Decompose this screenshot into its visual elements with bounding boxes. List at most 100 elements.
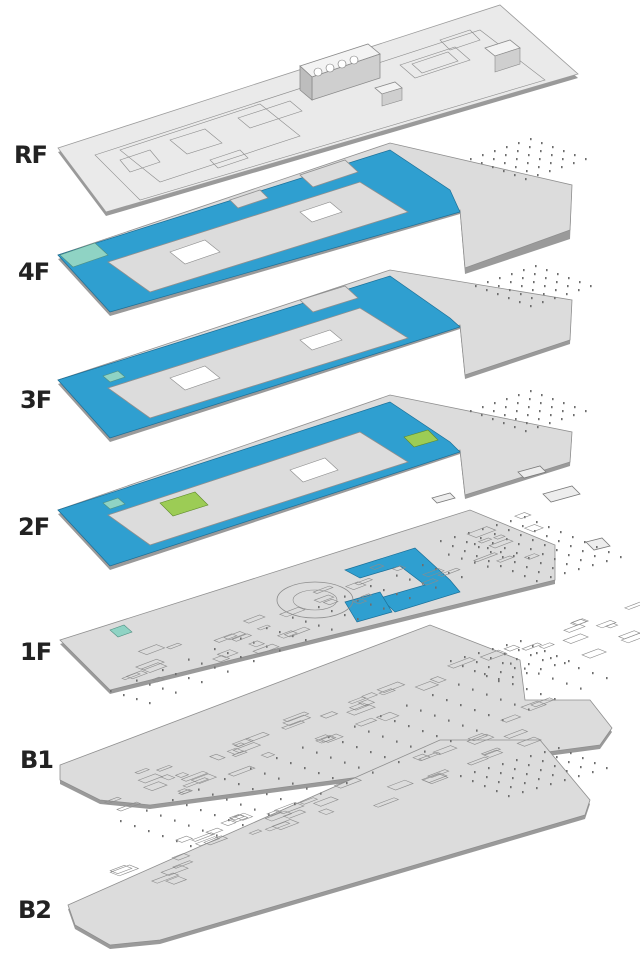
column [149, 683, 151, 686]
column [517, 150, 519, 153]
column [594, 762, 596, 765]
room-outline [315, 735, 337, 744]
room-outline [281, 720, 306, 730]
column [398, 761, 400, 764]
column [552, 398, 554, 401]
room-outline [437, 567, 461, 577]
column [488, 767, 490, 770]
column [582, 757, 584, 760]
column [254, 808, 256, 811]
column [294, 803, 296, 806]
floor-1f: 1F [20, 509, 556, 694]
room-outline [160, 774, 176, 781]
column [536, 521, 538, 524]
column [186, 804, 188, 807]
column [487, 547, 489, 550]
column [460, 775, 462, 778]
column [608, 551, 610, 554]
column [513, 555, 515, 558]
column [596, 546, 598, 549]
column [554, 765, 556, 768]
column [594, 555, 596, 558]
column [305, 620, 307, 623]
room-outline [121, 672, 141, 680]
column [266, 793, 268, 796]
column [190, 845, 192, 848]
column [420, 709, 422, 712]
room-outline [492, 534, 506, 540]
column [556, 756, 558, 759]
column [478, 546, 480, 549]
column [500, 551, 502, 554]
room-outline [213, 633, 238, 643]
column [486, 289, 488, 292]
column [482, 528, 484, 531]
column [527, 414, 529, 417]
room-outline [165, 642, 183, 650]
column [503, 422, 505, 425]
column [592, 771, 594, 774]
room-outline [322, 598, 339, 606]
room-outline [319, 711, 339, 719]
column [510, 786, 512, 789]
column [482, 406, 484, 409]
column [488, 560, 490, 563]
column [509, 289, 511, 292]
room-outline [354, 717, 378, 727]
column [552, 567, 554, 570]
column [464, 550, 466, 553]
column [568, 277, 570, 280]
column [458, 683, 460, 686]
zone-teal [102, 497, 126, 510]
column [448, 553, 450, 556]
column [568, 761, 570, 764]
column [540, 693, 542, 696]
column [216, 834, 218, 837]
column [434, 714, 436, 717]
column [518, 394, 520, 397]
zone-teal [109, 624, 133, 638]
room-outline [151, 676, 166, 683]
room-outline [140, 662, 168, 673]
room-outline [467, 733, 489, 742]
roof-mechanical-box [484, 39, 521, 73]
column [502, 556, 504, 559]
column [554, 698, 556, 701]
column [201, 662, 203, 665]
room-outline [376, 681, 406, 693]
room-outline [479, 649, 508, 661]
column [528, 663, 530, 666]
column [461, 557, 463, 560]
column [435, 586, 437, 589]
room-outline [172, 860, 194, 869]
column [536, 787, 538, 790]
column [110, 690, 112, 693]
room-outline [571, 618, 588, 626]
room-outline [220, 819, 237, 827]
column [474, 543, 476, 546]
column [146, 809, 148, 812]
column [394, 720, 396, 723]
floor-slab [67, 739, 591, 946]
column [528, 708, 530, 711]
column [175, 673, 177, 676]
column [512, 777, 514, 780]
column [328, 736, 330, 739]
column [464, 656, 466, 659]
room-outline [232, 742, 262, 754]
column [573, 162, 575, 165]
floor-4f: 4F [18, 142, 573, 316]
room-outline [520, 700, 548, 712]
room-outline [378, 688, 396, 696]
column [582, 550, 584, 553]
column [344, 614, 346, 617]
column [556, 655, 558, 658]
column [475, 285, 477, 288]
column [482, 154, 484, 157]
room-outline [391, 565, 407, 572]
column [292, 616, 294, 619]
column [538, 672, 540, 675]
column [532, 539, 534, 542]
column [188, 677, 190, 680]
column [227, 670, 229, 673]
